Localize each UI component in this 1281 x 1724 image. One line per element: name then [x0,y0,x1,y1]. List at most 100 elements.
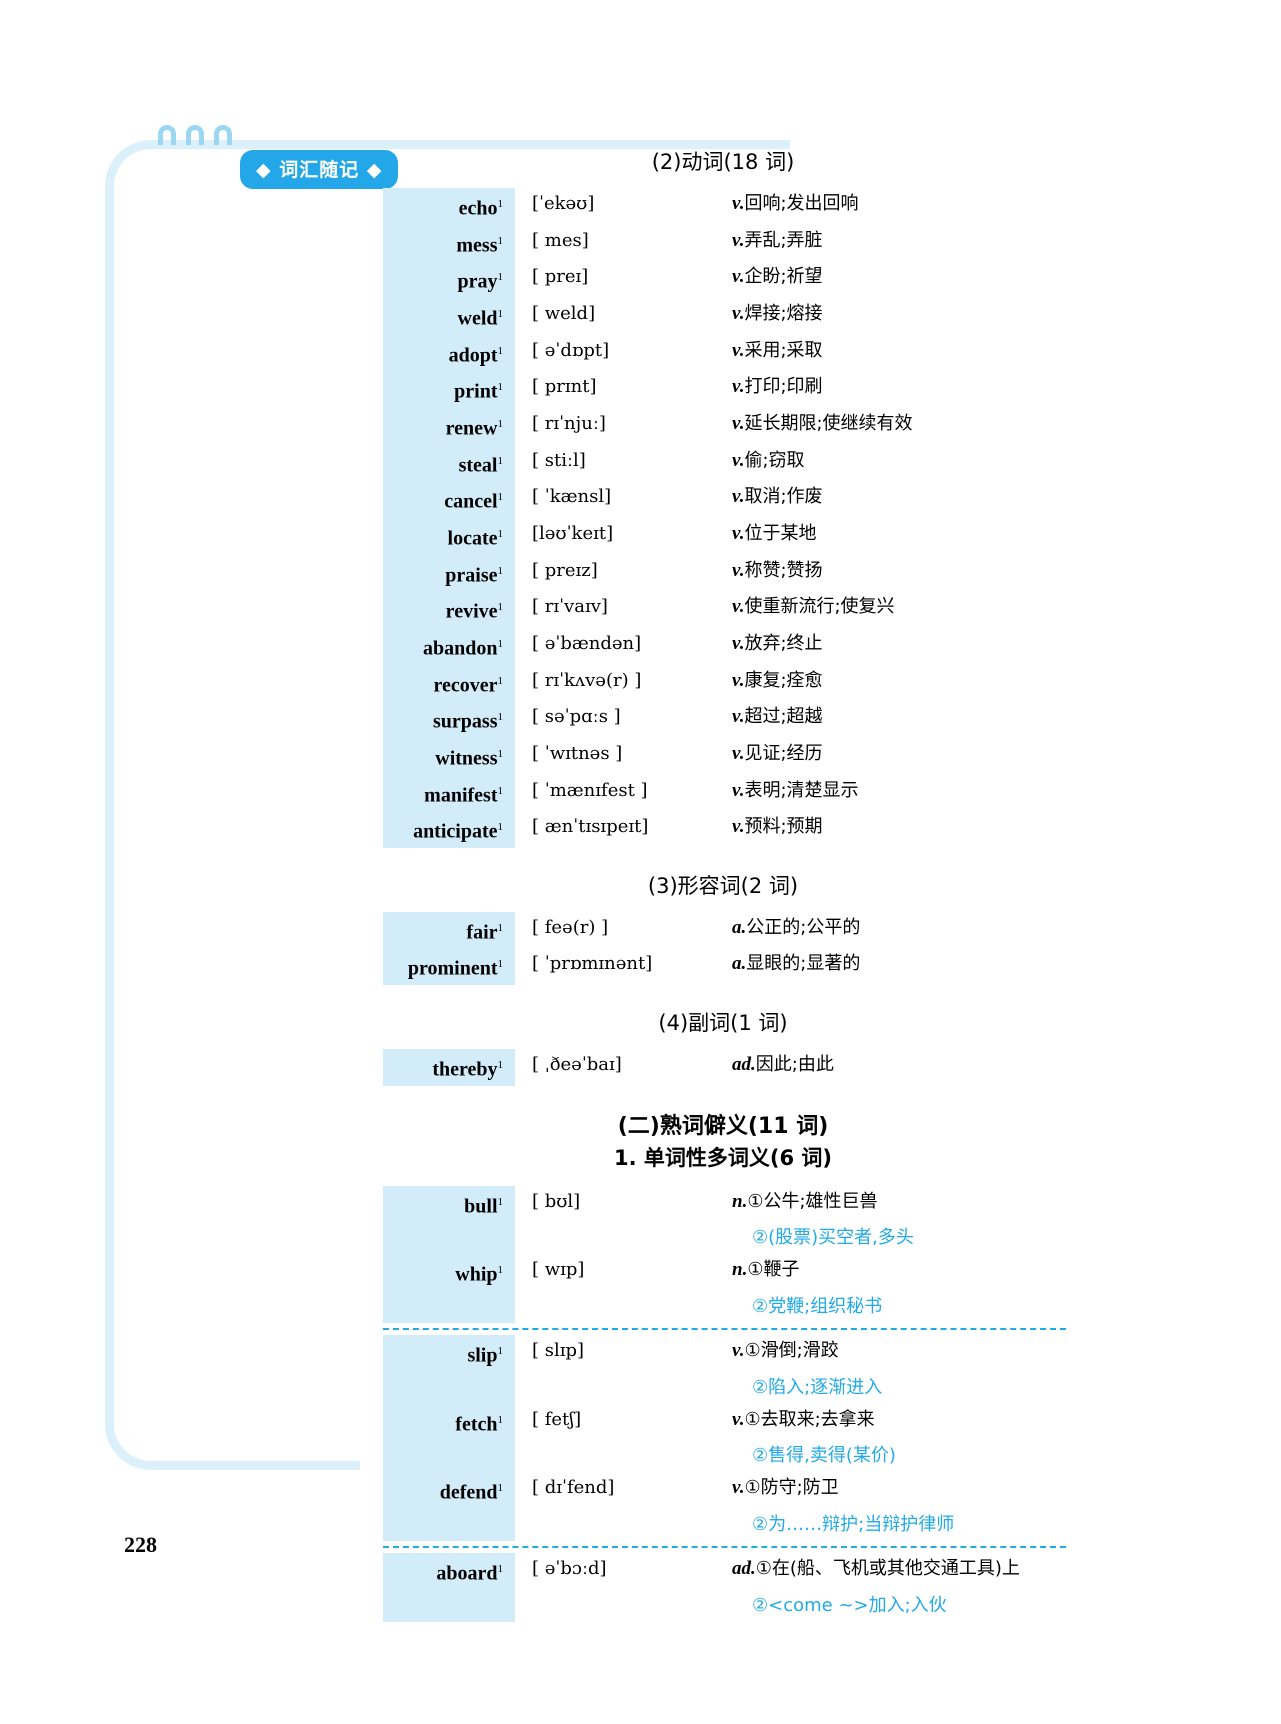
phonetic-transcription: [ rɪˈvaɪv] [532,596,608,618]
binder-ring-icon [186,125,204,145]
definition-text: v.称赞;赞扬 [730,555,1183,587]
definition-text: ②<come ~>加入;入伙 [730,1590,1183,1622]
word-entry-row-secondary: ②为……辩护;当辩护律师 [383,1509,1183,1542]
phonetic-transcription: [ slɪp] [532,1340,585,1362]
word-entry-row: aboard1 [ əˈbɔːd] ad.①在(船、飞机或其他交通工具)上 [383,1553,1183,1590]
word-headword: abandon1 [383,627,515,665]
definition-meaning: ②为……辩护;当辩护律师 [752,1514,955,1536]
phonetic-transcription: [ prɪnt] [532,376,597,398]
part-of-speech: v. [732,522,745,544]
phonetic-blank [515,1509,730,1515]
definition-meaning: ①公牛;雄性巨兽 [747,1190,878,1212]
definition-text: ad.①在(船、飞机或其他交通工具)上 [730,1553,1183,1585]
phonetic-blank [515,1222,730,1228]
definition-meaning: 焊接;熔接 [744,302,823,324]
part-of-speech: v. [732,486,745,508]
phonetic-transcription: [ ˈwɪtnəs ] [532,742,623,764]
word-cell-blank [383,1440,515,1473]
part-of-speech: v. [732,376,745,398]
word-cell-blank [383,1222,515,1255]
word-entry-row: adopt1[ əˈdɒpt]v.采用;采取 [383,334,1183,372]
part-of-speech: v. [732,193,745,214]
definition-meaning: 打印;印刷 [744,376,823,398]
part-of-speech: v. [732,266,745,288]
word-entry-row: echo1 [ˈekəʊ] v.回响;发出回响 [383,188,1183,225]
phonetic-transcription: [ ˈmænɪfest ] [532,779,648,801]
definition-meaning: ②党鞭;组织秘书 [752,1296,883,1318]
word-headword: manifest1 [383,774,515,812]
definition-text: v.超过;超越 [730,701,1183,733]
definition-text: v.取消;作废 [730,481,1183,513]
word-headword: whip1 [383,1254,515,1292]
word-headword: locate1 [383,517,515,555]
definition-meaning: 康复;痊愈 [744,669,823,691]
definition-text: v.焊接;熔接 [730,298,1183,330]
word-headword: aboard1 [383,1553,515,1590]
part-of-speech: a. [732,916,747,938]
definition-text: v.使重新流行;使复兴 [730,591,1183,623]
definition-text: v.①去取来;去拿来 [730,1404,1183,1436]
definition-meaning: 企盼;祈望 [744,266,823,288]
phonetic-transcription: [ stiːl] [532,449,586,471]
word-entry-row: bull1[ bʊl]n.①公牛;雄性巨兽 [383,1185,1183,1223]
word-headword: defend1 [383,1472,515,1510]
word-entry-row: manifest1 [ ˈmænɪfest ] v.表明;清楚显示 [383,774,1183,812]
part-of-speech: v. [732,706,745,728]
word-entry-row-secondary: ②陷入;逐渐进入 [383,1371,1183,1404]
definition-meaning: 公正的;公平的 [746,916,861,938]
word-headword: anticipate1 [383,811,515,848]
layout-spacer [383,1086,1183,1102]
word-entry-row: anticipate1 [ ænˈtɪsɪpeɪt] v.预料;预期 [383,811,1183,848]
word-headword: weld1 [383,297,515,335]
word-entry-row: fetch1[ fetʃ]v.①去取来;去拿来 [383,1403,1183,1441]
phonetic-transcription: [ləʊˈkeɪt] [532,522,614,544]
definition-text: v.①滑倒;滑跤 [730,1335,1183,1367]
definition-meaning: 延长期限;使继续有效 [744,412,913,434]
word-headword: prominent1 [383,948,515,986]
definition-meaning: ②陷入;逐渐进入 [752,1376,883,1398]
definition-text: v.见证;经历 [730,738,1183,770]
part-of-speech: v. [732,742,745,764]
word-entry-row-secondary: ②党鞭;组织秘书 [383,1291,1183,1324]
definition-meaning: ②<come ~>加入;入伙 [752,1594,947,1616]
word-headword: surpass1 [383,701,515,738]
phonetic-transcription: [ preɪz] [532,559,598,581]
part-of-speech: v. [732,1477,745,1499]
word-headword: recover1 [383,664,515,702]
word-entry-row: print1[ prɪnt]v.打印;印刷 [383,371,1183,408]
word-entry-row: pray1[ preɪ]v.企盼;祈望 [383,261,1183,298]
phonetic-transcription: [ əˈbændən] [532,632,642,654]
definition-text: v.预料;预期 [730,811,1183,843]
definition-text: v.回响;发出回响 [730,188,1183,220]
definition-text: v.偷;窃取 [730,445,1183,477]
word-headword: adopt1 [383,334,515,372]
phonetic-transcription: [ ˌðeəˈbaɪ] [532,1054,622,1076]
definition-meaning: 预料;预期 [744,816,823,838]
definition-text: ②为……辩护;当辩护律师 [730,1509,1183,1541]
phonetic-transcription: [ əˈbɔːd] [532,1558,607,1580]
phonetic-blank [515,1440,730,1446]
part-two-heading: (二)熟词僻义(11 词) [617,1113,829,1139]
definition-meaning: 显眼的;显著的 [746,953,861,975]
decorative-frame-bottom-bar [150,1461,360,1470]
phonetic-transcription: [ dɪˈfend] [532,1477,615,1499]
word-headword: renew1 [383,407,515,445]
definition-meaning: ①防守;防卫 [744,1477,839,1499]
definition-text: v.康复;痊愈 [730,665,1183,697]
phonetic-transcription: [ ænˈtɪsɪpeɪt] [532,816,649,838]
definition-text: v.表明;清楚显示 [730,775,1183,807]
layout-spacer [383,848,1183,864]
phonetic-transcription: [ wɪp] [532,1259,585,1281]
definition-text: v.延长期限;使继续有效 [730,408,1183,440]
part-of-speech: a. [732,953,747,975]
multi-sense-table: aboard1 [ əˈbɔːd] ad.①在(船、飞机或其他交通工具)上 ②<co… [383,1553,1183,1622]
phonetic-transcription: [ˈekəʊ] [532,193,595,214]
word-headword: revive1 [383,591,515,628]
definition-meaning: 偷;窃取 [744,449,805,471]
definition-meaning: 放弃;终止 [744,632,823,654]
word-entry-row: mess1[ mes]v.弄乱;弄脏 [383,224,1183,262]
word-headword: echo1 [383,188,515,225]
